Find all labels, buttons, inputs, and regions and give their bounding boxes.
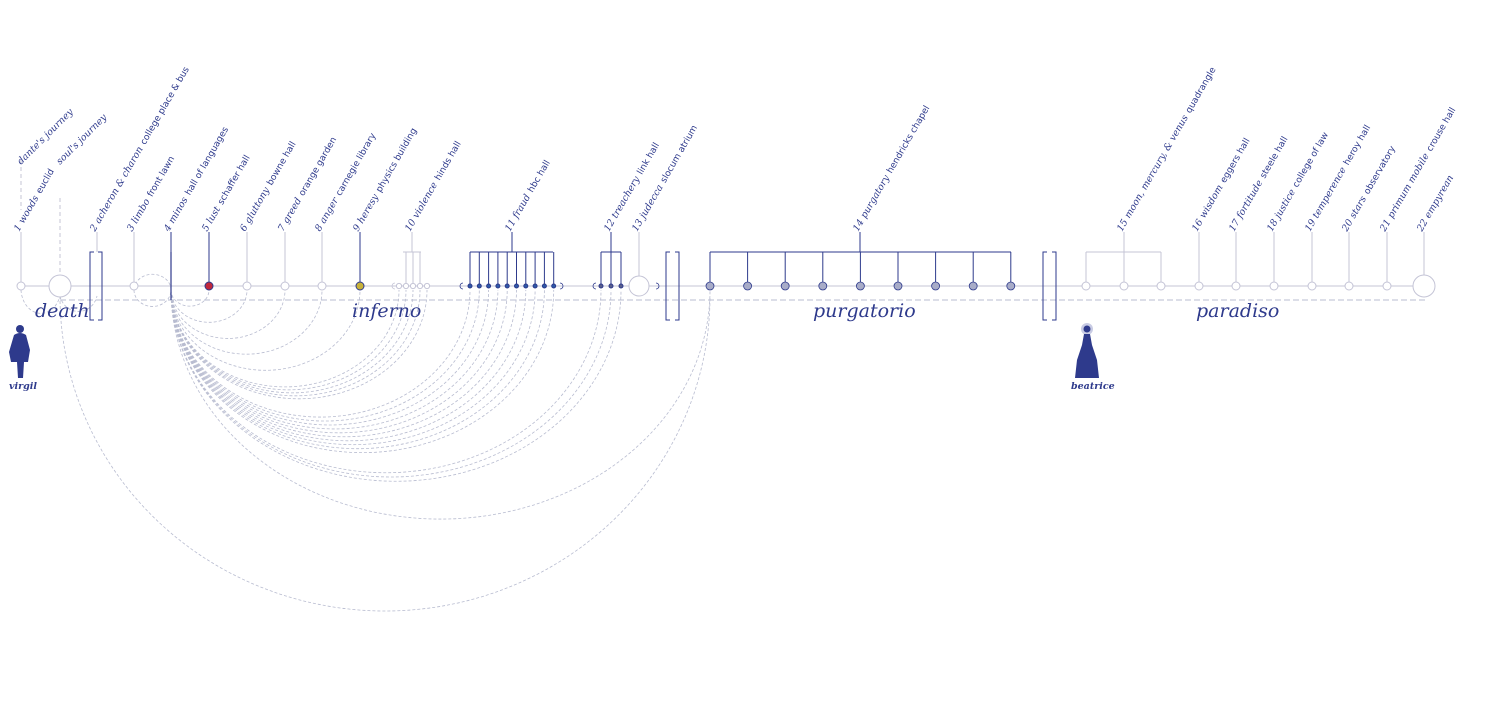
node-lust (204, 281, 214, 291)
judgement-arc (170, 289, 489, 426)
fraud-node (504, 283, 510, 289)
node-greed (280, 281, 290, 291)
fraud-node (486, 283, 492, 289)
node-heresy (355, 281, 365, 291)
stop-stems (20, 232, 1425, 300)
treachery-node (608, 283, 614, 289)
judgement-arc (170, 289, 210, 307)
judgement-arc (170, 289, 286, 339)
node-justice (1269, 281, 1279, 291)
node-woods (16, 281, 26, 291)
stop-label-primum-mobile: 21 primum mobilecrouse hall (1378, 106, 1459, 235)
stop-label-minos: 4 minoshall of languages (162, 125, 232, 235)
stop-label-violence: 10 violencehinds hall (403, 139, 464, 233)
judgement-arc (170, 289, 527, 442)
fraud-node (523, 283, 529, 289)
violence-node (416, 282, 424, 290)
purgatory-node (931, 281, 940, 291)
stop-label-woods: 1 woodseuclid (12, 167, 57, 234)
judgement-arc (133, 273, 172, 291)
node-temperence (1307, 281, 1317, 291)
stop-label-purgatory: 14 purgatoryhendricks chapel (851, 104, 932, 234)
violence-node (395, 282, 403, 290)
treachery-node (598, 283, 604, 289)
purgatory-node (1006, 281, 1016, 291)
beatrice-label: beatrice (1071, 381, 1115, 392)
purgatory-node (705, 281, 715, 291)
judgement-arc (170, 289, 428, 400)
node-gluttony (242, 281, 252, 291)
judgement-arc (170, 289, 517, 438)
node-judecca (628, 275, 650, 297)
fraud-node (467, 283, 473, 289)
judgement-arc (170, 289, 414, 394)
node-limbo (129, 281, 139, 291)
section-purgatorio: purgatorio (813, 300, 916, 322)
judgement-arc (170, 289, 361, 371)
stop-label-judecca: 13 judeccaslocum atrium (630, 123, 700, 233)
violence-node (402, 282, 410, 290)
section-death: death (35, 300, 90, 322)
judgement-arc (170, 289, 471, 418)
node-empyrean (1412, 274, 1436, 298)
virgil-figure (9, 325, 30, 378)
purgatory-node (780, 281, 790, 291)
purgatory-node (818, 281, 828, 291)
judgement-arc (170, 289, 555, 453)
judgement-arc (170, 289, 622, 482)
judgement-arc (170, 289, 499, 430)
section-paradiso: paradiso (1196, 300, 1279, 322)
judgement-arc (170, 289, 421, 397)
journey-arcs (20, 273, 711, 612)
judgement-arc (170, 289, 407, 391)
fraud-node (495, 283, 501, 289)
purgatory-node (968, 281, 978, 291)
section-inferno: inferno (352, 300, 421, 322)
judgement-arc (170, 289, 545, 450)
virgil-label: virgil (9, 381, 37, 392)
violence-node (409, 282, 417, 290)
fraud-node (476, 283, 482, 289)
node-moon-mercury-venus (1119, 281, 1129, 291)
fraud-node (532, 283, 538, 289)
purgatory-node (856, 281, 865, 291)
soul-arc (59, 295, 711, 612)
beatrice-node (1081, 281, 1091, 291)
beatrice-figure (1075, 323, 1099, 378)
stop-nodes (16, 274, 1436, 298)
node-stars (1344, 281, 1354, 291)
violence-node (423, 282, 431, 290)
judgement-arc (170, 289, 248, 323)
judgement-arc (170, 289, 602, 474)
death-arc-2 (59, 295, 98, 312)
node-fortitude (1231, 281, 1241, 291)
purgatory-node (893, 281, 903, 291)
stop-label-temperence: 19 temperenceheroy hall (1303, 123, 1373, 233)
judgement-arc (170, 289, 711, 520)
limbo-arc (133, 289, 172, 307)
judgement-arc (170, 289, 612, 478)
section-dividers (89, 251, 1057, 321)
node-anger (317, 281, 327, 291)
fraud-node (541, 283, 547, 289)
death-arc (20, 289, 61, 314)
fraud-node (514, 283, 519, 289)
judgement-arc (170, 289, 480, 422)
judgement-arc (170, 289, 536, 446)
soul-start-node (48, 274, 72, 298)
stop-label-fraud: 11 fraudhbc hall (503, 158, 553, 233)
fraud-node (551, 283, 557, 289)
paradise-node (1156, 281, 1166, 291)
node-wisdom (1194, 281, 1204, 291)
stop-label-empyrean: 22 empyrean (1415, 173, 1457, 234)
purgatory-node (743, 281, 752, 291)
treachery-node (618, 283, 624, 289)
node-primum-mobile (1382, 281, 1392, 291)
